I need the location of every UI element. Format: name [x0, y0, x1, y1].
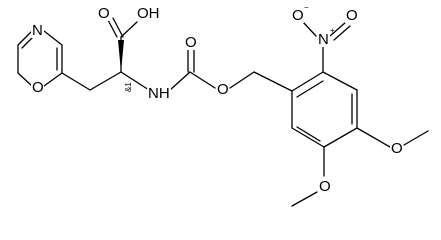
bonds	[17, 17, 429, 207]
atom-o-oxazole: O	[32, 79, 44, 96]
bond-cooh-o-double-a	[107, 19, 118, 38]
bond-ring-c4-c5	[323, 127, 358, 148]
bond-nh-carbamate-c	[169, 71, 191, 91]
bond-nitro-n-o-top-a	[329, 21, 347, 37]
bond-oxazole-c2-n3	[17, 30, 33, 46]
atom-n-nitro: N	[318, 31, 329, 48]
bond-ring-c5-c6-double	[296, 126, 321, 142]
bond-oxazole-o1-c2	[17, 72, 33, 87]
atom-o-nitro-top: O	[346, 7, 358, 24]
bond-nitro-n-o-top-b	[333, 25, 351, 41]
bond-cooh-o-double-b	[112, 17, 124, 38]
bond-ring-c1-c2-double	[296, 80, 324, 98]
atom-o-carbamate: O	[185, 34, 197, 51]
bond-oxazole-n3-c4	[43, 30, 63, 46]
chemical-structure-diagram: N O O OH &1 NH O O N + O O − O	[17, 3, 429, 207]
bond-ring-c2-c3	[322, 71, 358, 91]
bond-ring-c1-c2	[291, 71, 324, 92]
bond-ring-o-methoxy-right	[356, 127, 391, 148]
charge-plus: +	[330, 26, 335, 35]
bond-carbamate-c-o-ester	[189, 71, 216, 89]
atom-o-methoxy-bottom: O	[319, 178, 331, 195]
charge-minus: −	[304, 3, 309, 12]
atom-nh: NH	[148, 85, 170, 102]
atom-labels: N O O OH &1 NH O O N + O O − O	[31, 3, 403, 195]
bond-ester-o-ch2	[229, 71, 255, 89]
atom-o-acid-carbonyl: O	[98, 5, 110, 22]
bond-ch2-ring	[253, 71, 293, 92]
bond-cooh-oh	[120, 21, 138, 38]
atom-oh-acid: OH	[137, 5, 160, 22]
bond-ring-c5-c6	[291, 127, 325, 148]
bond-o-ch3-bottom	[291, 191, 318, 207]
atom-o-nitro-minus: O	[292, 7, 304, 24]
bond-nitro-n-o-left	[302, 21, 317, 37]
bond-oxazole-c5-o1	[43, 72, 63, 87]
bond-ch2-calpha	[89, 71, 122, 91]
stereo-label: &1	[124, 82, 133, 92]
atom-n-oxazole: N	[32, 22, 43, 39]
bond-c5-ch2	[61, 72, 91, 91]
atom-o-ester: O	[217, 81, 229, 98]
atom-o-methoxy-right: O	[391, 140, 403, 157]
stereo-wedge	[118, 40, 124, 72]
bond-o-ch3-right	[403, 130, 429, 146]
bond-calpha-nh	[120, 71, 150, 91]
